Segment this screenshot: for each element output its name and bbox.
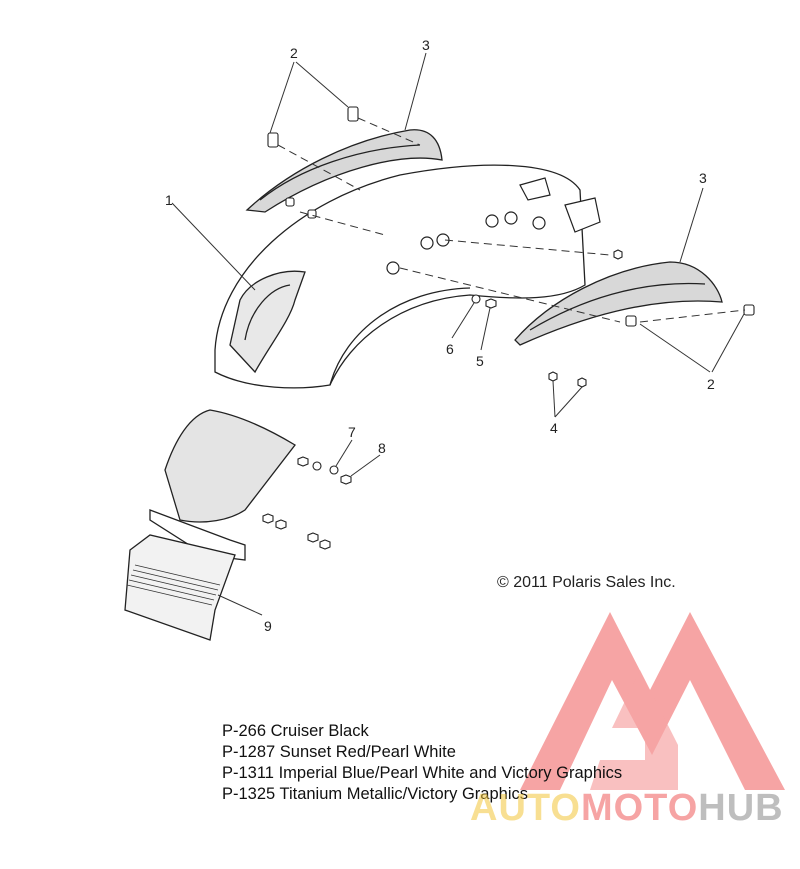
callout-5: 5 bbox=[476, 353, 484, 369]
watermark-part-moto: MOTO bbox=[580, 787, 699, 829]
license-plate-bracket bbox=[124, 409, 296, 641]
variant-list: P-266 Cruiser Black P-1287 Sunset Red/Pe… bbox=[222, 721, 622, 805]
callout-4: 4 bbox=[550, 420, 558, 436]
callout-1: 1 bbox=[165, 192, 173, 208]
leader-lines bbox=[171, 52, 745, 616]
variant-item: P-266 Cruiser Black bbox=[222, 722, 369, 740]
watermark-logo bbox=[520, 612, 785, 790]
callout-7: 7 bbox=[348, 424, 356, 440]
nuts-washers bbox=[471, 249, 623, 388]
callout-3-right: 3 bbox=[699, 170, 707, 186]
variant-item: P-1311 Imperial Blue/Pearl White and Vic… bbox=[222, 764, 623, 782]
callout-9: 9 bbox=[264, 618, 272, 634]
bracket-hardware bbox=[262, 456, 352, 550]
copyright-notice: © 2011 Polaris Sales Inc. bbox=[497, 574, 676, 591]
variant-item: P-1325 Titanium Metallic/Victory Graphic… bbox=[222, 785, 528, 803]
side-rail-right bbox=[514, 261, 723, 346]
assembly-lines bbox=[277, 117, 746, 323]
watermark-text: AUTOMOTOHUB bbox=[470, 787, 784, 830]
callout-6: 6 bbox=[446, 341, 454, 357]
watermark-part-auto: AUTO bbox=[470, 787, 581, 829]
callout-2-right: 2 bbox=[707, 376, 715, 392]
callout-3-top: 3 bbox=[422, 37, 430, 53]
variant-item: P-1287 Sunset Red/Pearl White bbox=[222, 743, 456, 761]
fender-mount-holes bbox=[386, 211, 546, 275]
callout-2-top: 2 bbox=[290, 45, 298, 61]
rear-bracket bbox=[519, 177, 601, 233]
watermark-part-hub: HUB bbox=[698, 787, 784, 829]
callout-8: 8 bbox=[378, 440, 386, 456]
